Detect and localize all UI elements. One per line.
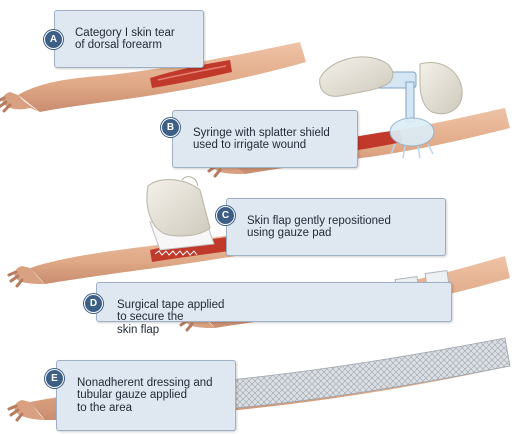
step-e-callout: Nonadherent dressing and tubular gauze a… <box>56 360 236 431</box>
step-a-badge: A <box>44 30 63 49</box>
step-c-callout: Skin flap gently repositioned using gauz… <box>226 198 446 256</box>
step-e-badge: E <box>45 369 64 388</box>
step-a-callout: Category I skin tear of dorsal forearm <box>54 10 204 68</box>
step-b-text: Syringe with splatter shield used to irr… <box>193 127 351 152</box>
step-b-callout: Syringe with splatter shield used to irr… <box>172 110 358 168</box>
step-d-text: Surgical tape applied to secure the skin… <box>117 299 445 337</box>
step-c-text: Skin flap gently repositioned using gauz… <box>247 215 439 240</box>
gloved-hand-c <box>147 177 210 236</box>
step-b-badge: B <box>161 118 180 137</box>
step-a-text: Category I skin tear of dorsal forearm <box>75 27 197 52</box>
step-e-text: Nonadherent dressing and tubular gauze a… <box>77 377 229 415</box>
step-c-badge: C <box>216 206 235 225</box>
step-d-badge: D <box>84 294 103 313</box>
step-d-callout: Surgical tape applied to secure the skin… <box>96 282 452 322</box>
